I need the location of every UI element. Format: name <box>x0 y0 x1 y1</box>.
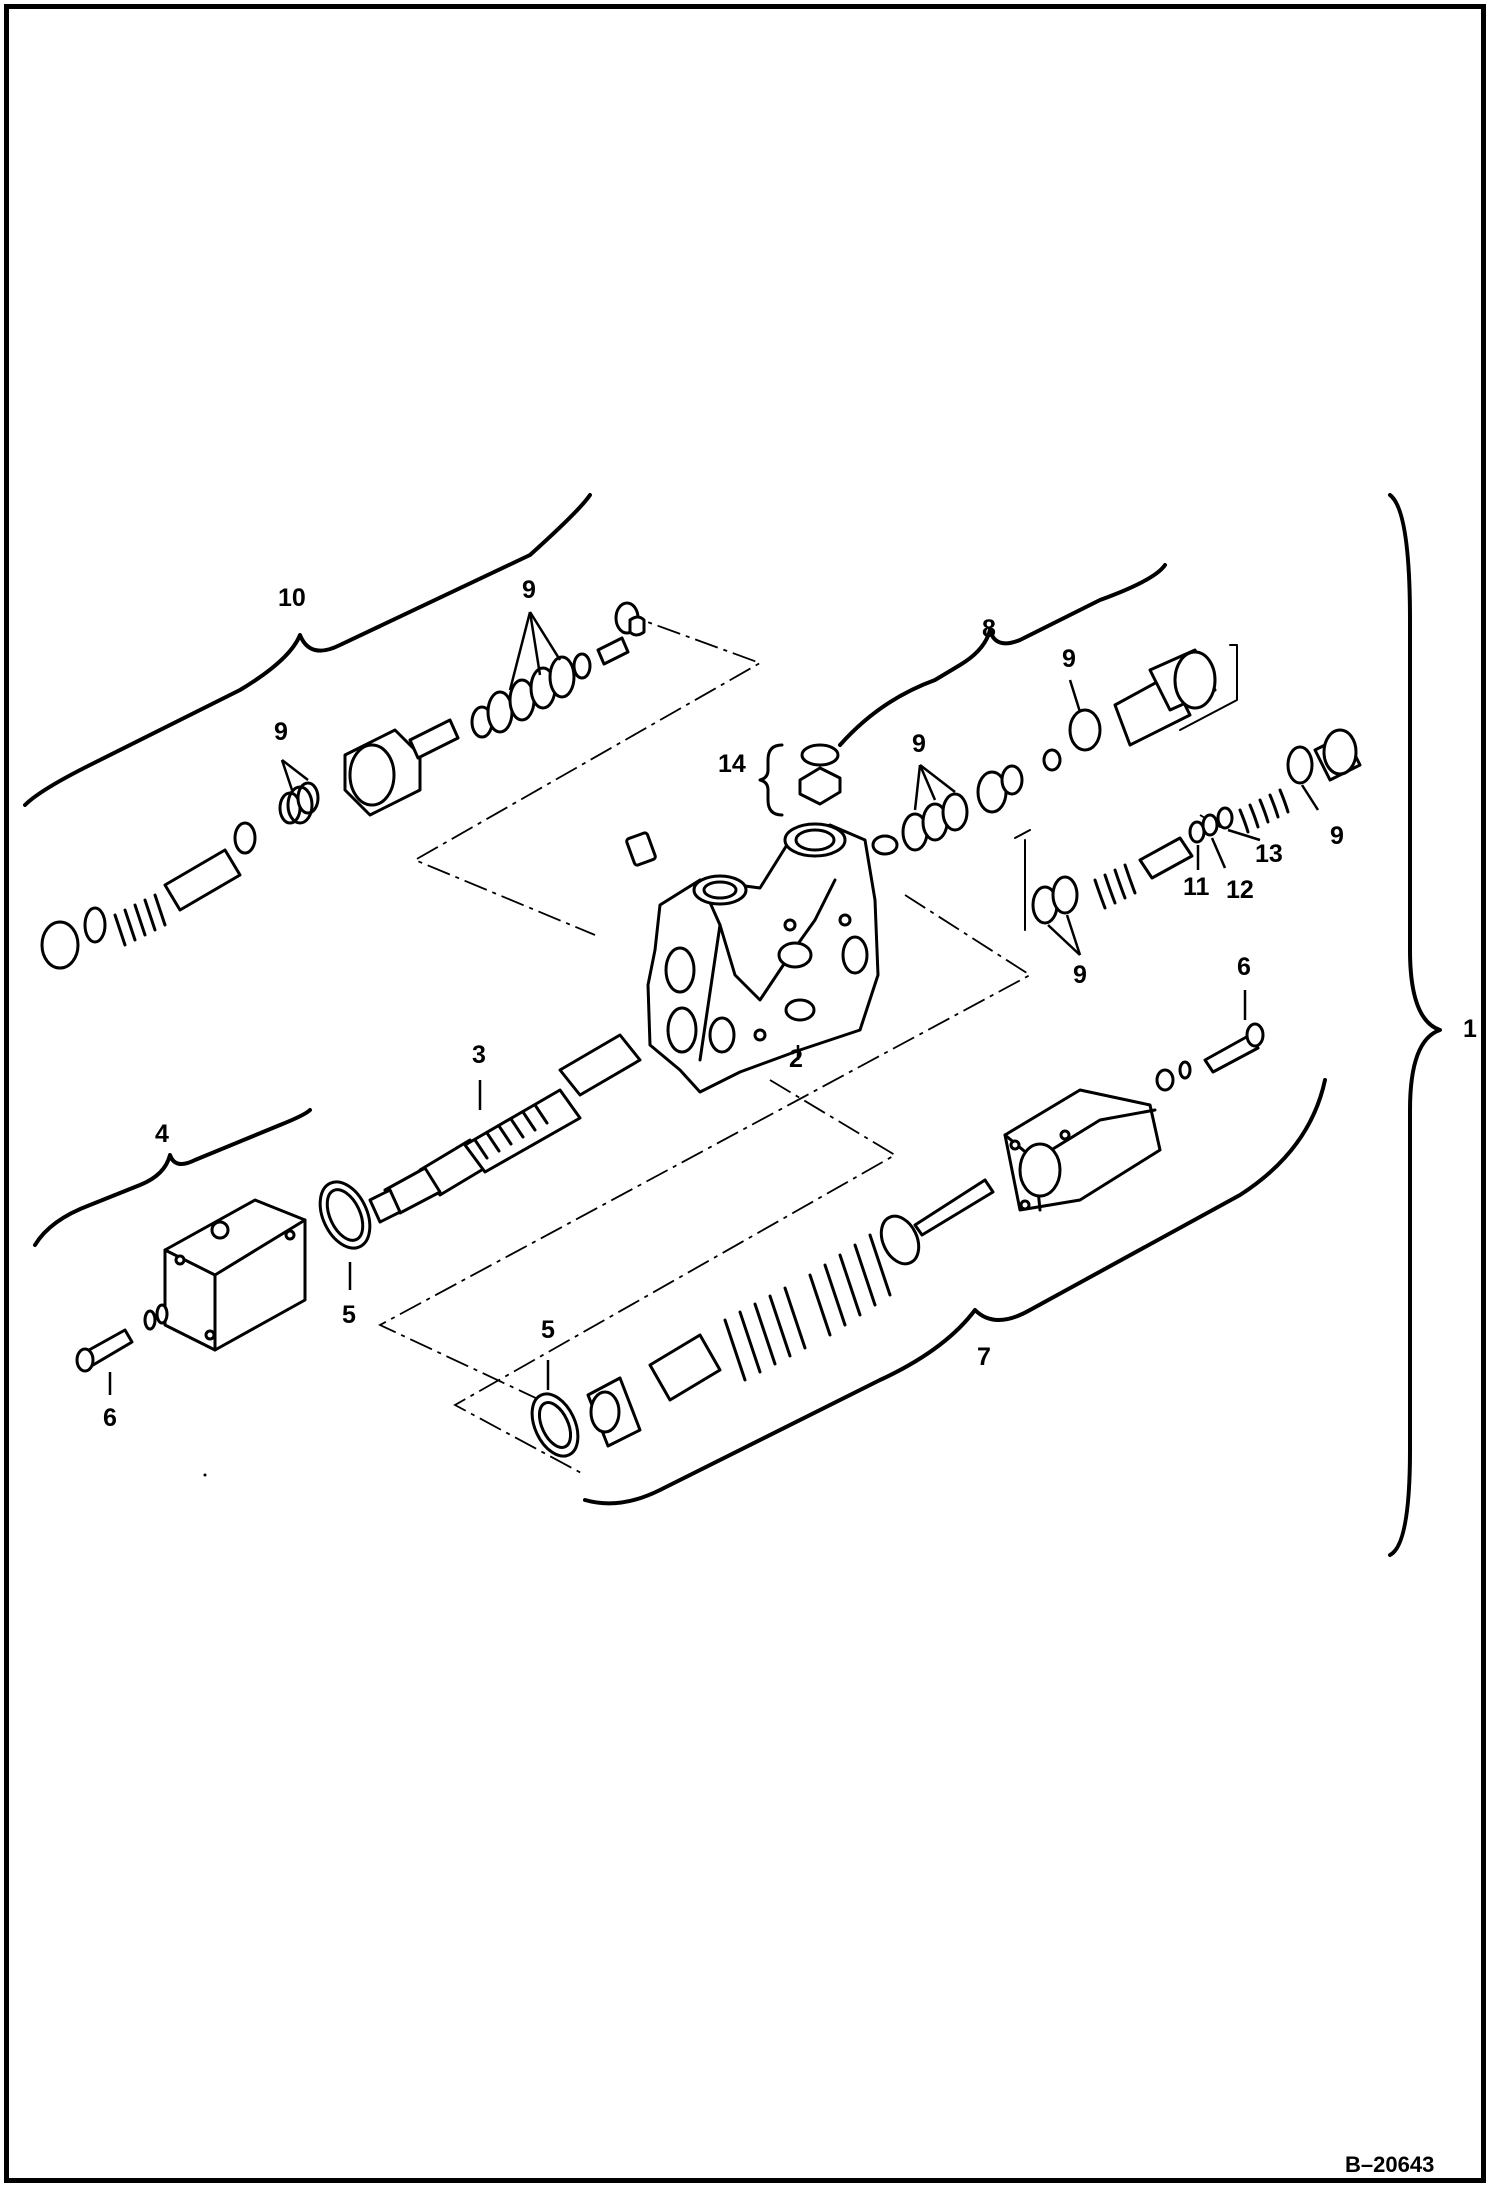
callout-1: 1 <box>1463 1015 1477 1043</box>
relief-valve-left <box>40 601 646 970</box>
figure-id: B–20643 <box>1345 2152 1434 2177</box>
check-valve-right <box>625 648 1217 867</box>
brace-7 <box>583 1078 1327 1506</box>
callout-8: 8 <box>982 615 996 643</box>
callout-9-plug: 9 <box>1330 822 1344 850</box>
leader-lines <box>108 611 1320 1395</box>
screw-left <box>75 1303 169 1373</box>
callout-14: 14 <box>718 750 746 778</box>
spring-assembly <box>530 1088 1162 1458</box>
callout-5-left: 5 <box>342 1301 356 1329</box>
callout-9-relief: 9 <box>274 718 288 746</box>
brace-10 <box>23 493 592 807</box>
callout-9-check-rings: 9 <box>912 730 926 758</box>
brace-1 <box>1388 493 1442 1557</box>
callout-6-left: 6 <box>103 1404 117 1432</box>
end-cap-left <box>163 1198 307 1352</box>
callout-13: 13 <box>1255 840 1283 868</box>
callout-2: 2 <box>789 1045 803 1073</box>
callout-12: 12 <box>1226 876 1254 904</box>
callout-9-spool-rings: 9 <box>1073 961 1087 989</box>
callout-7: 7 <box>977 1343 991 1371</box>
small-spool-right <box>1031 728 1362 925</box>
callout-11: 11 <box>1183 873 1210 901</box>
brace-8 <box>838 563 1167 747</box>
callout-10: 10 <box>278 584 306 612</box>
stray-dot <box>203 1473 207 1477</box>
brace-14 <box>758 743 784 817</box>
callout-labels: 1 2 3 4 5 5 6 6 7 8 9 9 9 9 9 9 9 10 11 … <box>103 576 1477 1432</box>
spool <box>368 1033 642 1224</box>
o-ring-left <box>318 1180 372 1250</box>
callout-9-relief-rings: 9 <box>522 576 536 604</box>
screw-right <box>1155 1022 1265 1092</box>
callout-3: 3 <box>472 1041 486 1069</box>
callout-5-lower: 5 <box>541 1316 555 1344</box>
valve-body <box>646 822 880 1094</box>
brace-4 <box>33 1108 312 1247</box>
callout-4: 4 <box>155 1120 169 1148</box>
drawing-border <box>4 4 1486 2183</box>
callout-6-right: 6 <box>1237 953 1251 981</box>
callout-9-check-top: 9 <box>1062 645 1076 673</box>
